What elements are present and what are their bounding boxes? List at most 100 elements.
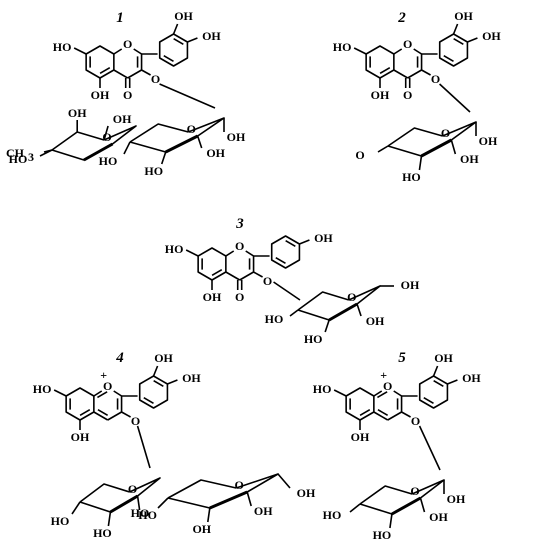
methyl-subscript: 3 [28,150,34,164]
double-bond-line [377,409,389,417]
double-bond-line [359,409,371,417]
glycosidic-bond [418,425,441,471]
sugar-oh-bond [160,151,167,165]
c-ring-bond [393,390,402,397]
c-ring-bond [373,390,383,397]
sugar-hydroxyl-label: OH [447,492,466,506]
sugar-front-bond [328,302,358,322]
c-ring-bond [387,411,402,421]
bond-line [185,249,199,257]
ring-oxygen-label: O [103,379,112,393]
keto-oxygen-label: O [403,88,412,102]
keto-oxygen-label: O [123,88,132,102]
sugar-oh-bond [389,513,393,529]
cation-charge-label: + [380,368,387,382]
double-bond-line [285,239,296,247]
sugar-hydroxyl-label: OH [401,278,420,292]
sugar-front-bond [83,142,114,162]
bond-line [53,389,67,397]
ether-oxygen-label: O [131,414,140,428]
double-bond-line [79,409,91,417]
c-ring-bond [373,411,389,421]
hydroxyl-5-label: OH [203,290,222,304]
c-ring-bond [133,48,142,55]
sugar-oh-bond [324,319,330,333]
sugar-bond [387,127,443,147]
c-ring-bond [127,69,142,79]
c-ring-bond [93,390,103,397]
sugar-bond [167,479,237,499]
sugar-hydroxyl-label: OH [192,522,211,536]
hydroxyl-3prime-label: OH [454,9,473,23]
sugar-bond [51,131,105,151]
sugar-oh-bond [419,497,426,513]
sugar-hydroxyl-label: HO [93,526,112,540]
bond-line [353,47,367,55]
double-bond-line [143,397,154,405]
sugar-hydroxyl-label: OH [297,486,316,500]
double-bond-line [173,37,184,45]
ether-oxygen-label: O [151,72,160,86]
sugar-hydroxyl-label: OH [227,130,246,144]
hydroxyl-7-label: HO [53,40,72,54]
bond-line [172,23,179,35]
keto-oxygen-label: O [235,290,244,304]
ring-oxygen-label: O [403,37,412,51]
ring-oxygen-label: O [383,379,392,393]
c-ring-bond [225,271,241,281]
bond-line [452,23,459,35]
sugar-hydroxyl-label: O [355,148,364,162]
b-ring [418,375,449,409]
sugar-front-bond [109,494,139,514]
hydroxyl-4prime-label: OH [182,371,201,385]
ether-bond [401,411,411,418]
double-bond-line [97,391,108,399]
sugar-hydroxyl-label: HO [9,152,28,166]
compound-number: 4 [115,350,124,366]
glycosidic-bond [159,83,216,109]
glycosidic-bond [439,83,471,113]
bond-line [187,37,198,43]
bond-line [299,239,310,245]
sugar-hydroxyl-label: HO [144,164,163,178]
ether-oxygen-label: O [431,72,440,86]
sugar-hydroxyl-label: OH [460,152,479,166]
sugar-front-bond [391,496,422,516]
sugar-oh-bond [136,495,141,511]
b-ring [158,33,189,67]
c-ring-bond [225,250,235,257]
sugar-front-bond [165,134,199,154]
ring-oxygen-label: O [123,37,132,51]
methyl-label: CH [6,146,25,160]
sugar-hydroxyl-label: HO [304,332,323,346]
hydroxyl-7-label: HO [313,382,332,396]
c-ring-bond [107,411,122,421]
sugar-hydroxyl-label: HO [99,154,118,168]
b-ring [138,375,169,409]
sugar-oh-bond [377,145,389,153]
hydroxyl-4prime-label: OH [482,29,501,43]
bond-line [467,37,478,43]
ether-bond [141,69,151,76]
hydroxyl-7-label: HO [333,40,352,54]
bond-line [167,379,178,385]
sugar-bond [129,123,189,143]
sugar-ring-oxygen-label: O [128,482,137,496]
sugar-oh-bond [71,501,81,515]
hydroxyl-5-label: OH [371,88,390,102]
sugar-bond [359,485,413,505]
bond-line [152,365,159,377]
sugar-hydroxyl-label: HO [265,312,284,326]
c-ring-bond [393,48,403,55]
methyl-bond [43,149,53,153]
sugar-bond [79,483,130,503]
sugar-oh-bond [246,491,252,507]
compound-number: 2 [397,10,406,26]
hydroxyl-5-label: OH [71,430,90,444]
